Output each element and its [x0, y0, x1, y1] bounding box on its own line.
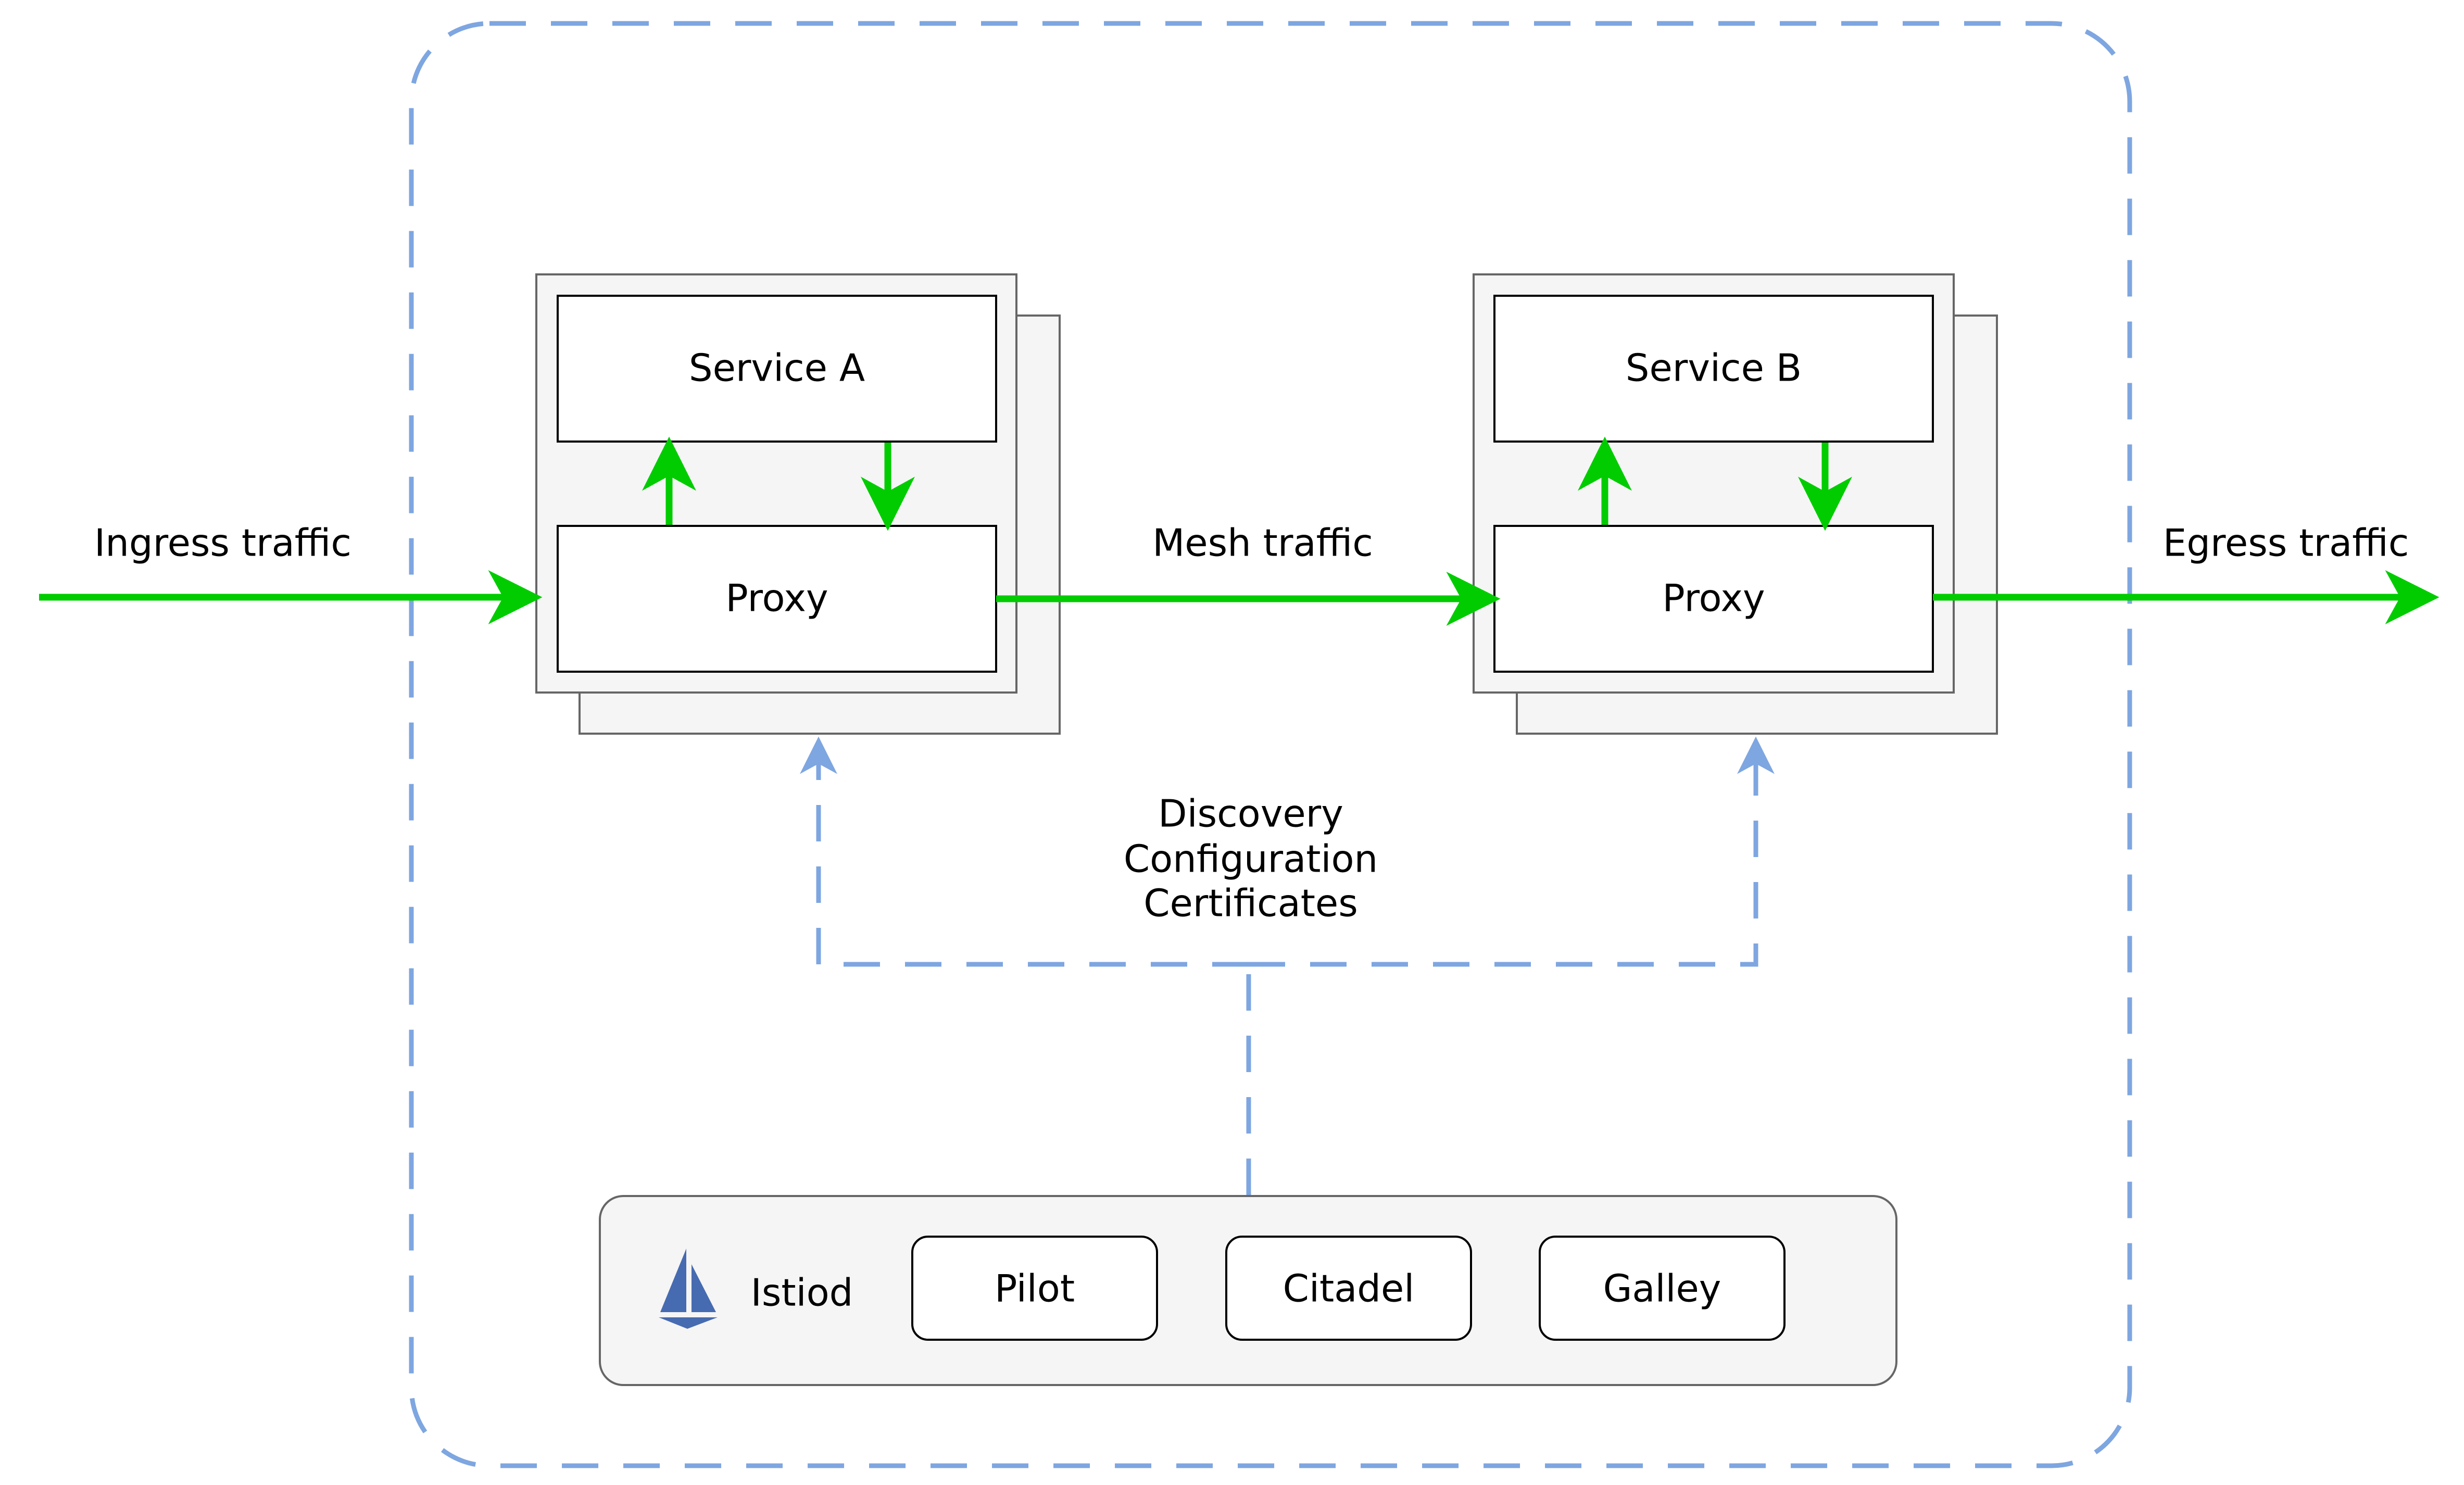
- control-data-certificates: Certificates: [1143, 882, 1358, 925]
- service-a-label: Service A: [689, 346, 865, 390]
- pilot-box: [911, 1236, 1158, 1341]
- service-b-box: [1493, 295, 1934, 443]
- mesh-traffic-label: Mesh traffic: [1152, 521, 1373, 565]
- citadel-label: Citadel: [1283, 1267, 1415, 1311]
- branch-to-proxy-a-connector: [800, 736, 1249, 967]
- service-b-label: Service B: [1626, 346, 1802, 390]
- service-a-box: [557, 295, 997, 443]
- proxy-b-label: Proxy: [1662, 576, 1765, 620]
- control-data-configuration: Configuration: [1124, 837, 1378, 881]
- control-data-discovery: Discovery: [1158, 792, 1343, 836]
- istiod-panel: Istiod Pilot Citadel Galley: [599, 1195, 1897, 1386]
- egress-traffic-label: Egress traffic: [2163, 521, 2409, 565]
- proxy-a-label: Proxy: [725, 576, 828, 620]
- ingress-traffic-label: Ingress traffic: [94, 521, 351, 565]
- citadel-box: [1225, 1236, 1472, 1341]
- pod-b: Service B Proxy: [1473, 273, 1998, 735]
- mesh-boundary: [409, 21, 2132, 1468]
- pilot-label: Pilot: [995, 1267, 1075, 1311]
- branch-to-proxy-b-connector: [1249, 736, 1775, 967]
- galley-box: [1539, 1236, 1786, 1341]
- proxy-a-box: [557, 525, 997, 673]
- istiod-label: Istiod: [751, 1271, 853, 1315]
- pod-a: Service A Proxy: [535, 273, 1061, 735]
- istio-sail-icon: [659, 1249, 718, 1329]
- galley-label: Galley: [1603, 1267, 1721, 1311]
